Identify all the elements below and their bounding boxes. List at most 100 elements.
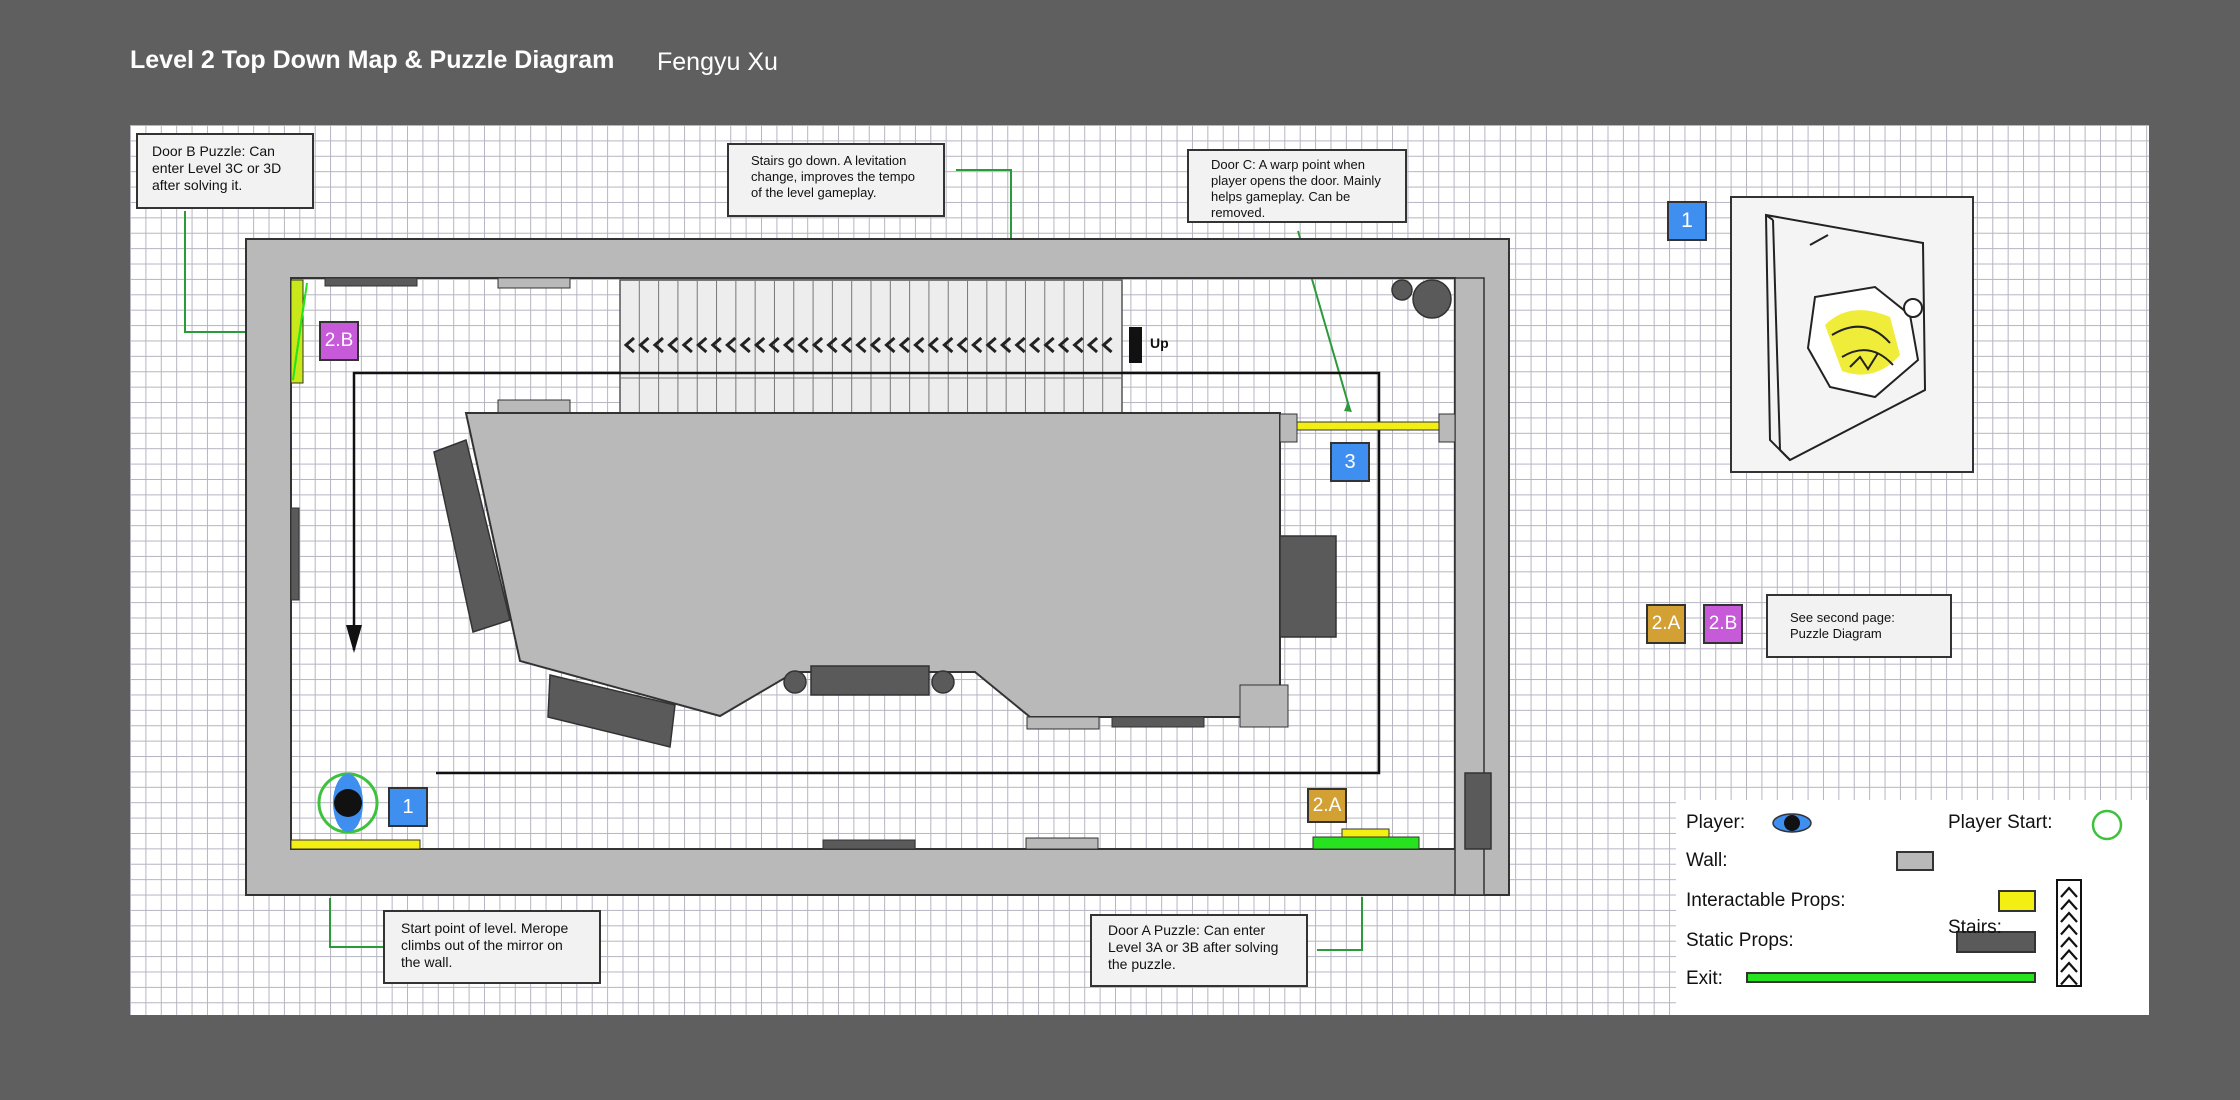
door-artwork-sketch (1764, 213, 1927, 462)
legend-player-icon (1772, 813, 1812, 833)
stair-chevron (913, 336, 925, 354)
wall-segment (324, 277, 418, 287)
badge-2a-map: 2.A (1307, 788, 1347, 823)
stairs-top-marker (1129, 327, 1142, 363)
stair-chevron (710, 336, 722, 354)
static-prop (1279, 535, 1337, 638)
stair-chevron (1101, 336, 1113, 354)
door-c-frame-left (1279, 413, 1298, 443)
stair-chevron (855, 336, 867, 354)
note-door-c-text: Door C: A warp point when player opens t… (1211, 157, 1381, 220)
static-prop (822, 839, 916, 850)
badge-1-panel: 1 (1667, 201, 1707, 241)
badge-3-map: 3 (1330, 442, 1370, 482)
legend-exit-swatch (1746, 972, 2036, 983)
legend-stair-chevron (2060, 948, 2078, 961)
stair-chevron (739, 336, 751, 354)
exit[interactable] (1312, 836, 1420, 850)
stair-chevron (1043, 336, 1055, 354)
stair-chevron (768, 336, 780, 354)
stair-chevron (797, 336, 809, 354)
round-prop (1412, 279, 1452, 319)
stair-chevron (667, 336, 679, 354)
player-route (352, 371, 1381, 775)
stair-chevron (956, 336, 968, 354)
door-a-leader (1317, 897, 1363, 951)
stair-chevron (898, 336, 910, 354)
legend-exit-label: Exit: (1686, 968, 1723, 989)
legend: Player: Player Start: Wall: Interactable… (1676, 800, 2149, 1015)
round-prop (931, 670, 955, 694)
stair-chevron (652, 336, 664, 354)
wall-segment (497, 277, 571, 289)
door-a[interactable] (1341, 828, 1390, 838)
note-door-b-text: Door B Puzzle: Can enter Level 3C or 3D … (152, 143, 282, 194)
map-board: Door B Puzzle: Can enter Level 3C or 3D … (130, 125, 2149, 1015)
legend-stairs-label: Stairs: (1948, 917, 2002, 938)
stair-chevron (681, 336, 693, 354)
stair-chevron (1086, 336, 1099, 354)
legend-stair-chevron (2060, 923, 2078, 936)
stairs-up-label: Up (1150, 335, 1169, 351)
door-b[interactable] (290, 279, 304, 384)
door-c-frame-right (1438, 413, 1456, 443)
static-prop (1111, 716, 1205, 728)
legend-wall-swatch (1896, 851, 1934, 871)
stair-chevron (1028, 336, 1041, 354)
legend-stair-chevron (2060, 973, 2078, 986)
mirror-prop[interactable] (290, 839, 421, 850)
wall-segment (1239, 684, 1289, 728)
legend-player-start-icon (2091, 809, 2123, 841)
legend-interactable-swatch (1998, 890, 2036, 912)
legend-interactable-label: Interactable Props: (1686, 890, 1846, 911)
level-map (184, 169, 1974, 951)
legend-player-label: Player: (1686, 812, 1746, 833)
stair-chevron (999, 336, 1012, 354)
start-leader (329, 898, 383, 948)
door-c[interactable] (1296, 421, 1440, 431)
stair-chevron (753, 336, 766, 354)
legend-stair-chevron (2060, 911, 2078, 923)
wall-segment (497, 399, 571, 414)
author-name: Fengyu Xu (657, 48, 778, 76)
stair-chevron (638, 336, 650, 354)
page-title: Level 2 Top Down Map & Puzzle Diagram (130, 46, 615, 74)
note-start-text: Start point of level. Merope climbs out … (401, 920, 569, 971)
stair-chevron (725, 336, 737, 354)
stair-chevron (884, 336, 896, 354)
stair-chevron (782, 336, 795, 354)
wall-segment (290, 507, 300, 601)
stairs-leader (956, 169, 1012, 239)
legend-static-label: Static Props: (1686, 930, 1794, 951)
note-door-a: Door A Puzzle: Can enter Level 3A or 3B … (1090, 914, 1308, 987)
round-prop (783, 670, 807, 694)
stair-chevron (811, 336, 824, 354)
stair-chevron (840, 336, 853, 354)
note-stairs-text: Stairs go down. A levitation change, imp… (751, 153, 916, 200)
player-core (334, 789, 362, 817)
round-prop (1391, 279, 1413, 301)
note-puzzle-reference: See second page: Puzzle Diagram (1766, 594, 1952, 658)
staircase (619, 279, 1142, 415)
note-stairs: Stairs go down. A levitation change, imp… (727, 143, 945, 217)
note-puzzle-reference-text: See second page: Puzzle Diagram (1790, 610, 1895, 641)
stair-chevron (971, 336, 983, 354)
badge-1-map: 1 (388, 787, 428, 827)
legend-stair-chevron (2060, 886, 2078, 898)
note-door-b: Door B Puzzle: Can enter Level 3C or 3D … (136, 133, 314, 209)
badge-2a-panel: 2.A (1646, 604, 1686, 644)
stair-chevron (623, 336, 635, 354)
door-c-arrowhead (1344, 402, 1352, 412)
stair-chevron (1057, 336, 1070, 354)
wall-segment (1025, 837, 1099, 850)
wall-segment (1026, 716, 1100, 730)
legend-player-start-label: Player Start: (1948, 812, 2053, 833)
static-prop (433, 439, 511, 633)
static-prop (810, 665, 930, 696)
legend-stair-chevron (2060, 961, 2078, 973)
static-prop (547, 674, 676, 748)
stair-chevron (869, 336, 881, 354)
route-arrowhead (346, 625, 362, 653)
stair-chevron (1072, 336, 1084, 354)
stair-chevron (826, 336, 838, 354)
